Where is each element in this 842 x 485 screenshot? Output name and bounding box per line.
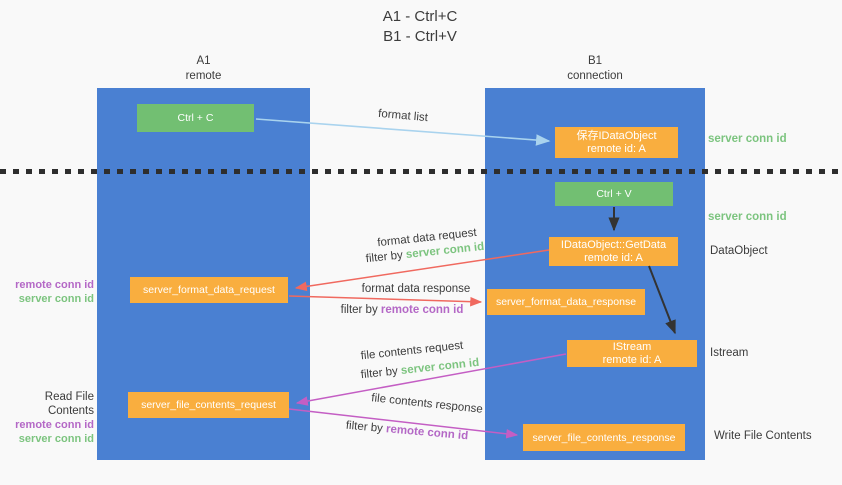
node-istream-line1: IStream — [612, 340, 652, 353]
node-save-idataobject-line2: remote id: A — [587, 142, 646, 155]
label-server-conn-id-right-top: server conn id — [708, 133, 787, 145]
filter-by-text: filter by — [340, 304, 378, 316]
format-data-response-arrow — [288, 295, 483, 307]
node-getdata-line1: IDataObject::GetData — [560, 238, 667, 251]
label-group-read-file: Read File Contents remote conn id server… — [0, 390, 94, 446]
lane-a1-subtitle: remote — [185, 70, 222, 82]
filter-by-text: filter by — [345, 419, 384, 435]
node-server-format-data-request-label: server_format_data_request — [143, 284, 275, 296]
node-server-file-contents-request-label: server_file_contents_request — [141, 399, 276, 411]
label-remote-conn-id-left-1: remote conn id — [15, 279, 94, 291]
label-format-list: format list — [377, 107, 429, 125]
label-filter-by-remote-conn-id-1: filter by remote conn id — [322, 304, 482, 316]
title-line-2: B1 - Ctrl+V — [383, 28, 457, 45]
node-istream: IStream remote id: A — [567, 340, 697, 367]
label-write-file-contents: Write File Contents — [714, 430, 812, 442]
lane-a1-header: A1 remote — [97, 54, 310, 84]
label-server-conn-id-right-mid: server conn id — [708, 211, 787, 223]
label-istream: Istream — [710, 347, 749, 359]
filter-by-text: filter by — [365, 249, 404, 266]
node-ctrl-v-label: Ctrl + V — [596, 188, 632, 200]
lane-b1-subtitle: connection — [567, 70, 623, 82]
label-remote-conn-id-left-2: remote conn id — [15, 419, 94, 431]
filter-remote-conn-id-text: remote conn id — [380, 304, 464, 316]
label-dataobject: DataObject — [710, 245, 768, 257]
lane-b1-header: B1 connection — [485, 54, 705, 84]
lane-b1-title: B1 — [587, 55, 603, 67]
node-server-file-contents-response: server_file_contents_response — [523, 424, 685, 451]
label-group-format-request-ids: remote conn id server conn id — [0, 278, 94, 306]
node-save-idataobject: 保存IDataObject remote id: A — [555, 127, 678, 158]
node-server-format-data-request: server_format_data_request — [130, 277, 288, 303]
node-server-file-contents-response-label: server_file_contents_response — [532, 431, 676, 444]
filter-server-conn-id-text: server conn id — [400, 356, 480, 377]
diagram-title: A1 - Ctrl+C B1 - Ctrl+V — [300, 7, 540, 47]
node-save-idataobject-line1: 保存IDataObject — [576, 129, 657, 142]
label-server-conn-id-left-2: server conn id — [18, 433, 94, 445]
label-server-conn-id-left-1: server conn id — [18, 293, 94, 305]
node-server-format-data-response: server_format_data_response — [487, 289, 645, 315]
label-format-data-response: format data response — [361, 283, 471, 295]
node-idataobject-getdata: IDataObject::GetData remote id: A — [549, 237, 678, 266]
label-file-contents-response: file contents response — [370, 392, 484, 416]
filter-by-text: filter by — [360, 365, 399, 382]
node-ctrl-v: Ctrl + V — [555, 182, 673, 206]
node-istream-line2: remote id: A — [602, 353, 662, 366]
node-server-format-data-response-label: server_format_data_response — [495, 296, 637, 308]
title-line-1: A1 - Ctrl+C — [382, 8, 458, 25]
lane-a1-title: A1 — [196, 55, 211, 67]
node-ctrl-c-label: Ctrl + C — [177, 112, 214, 124]
label-filter-by-remote-conn-id-2: filter by remote conn id — [327, 418, 487, 444]
filter-remote-conn-id-text: remote conn id — [385, 423, 469, 443]
node-ctrl-c: Ctrl + C — [137, 104, 254, 132]
label-read-file-contents: Read File Contents — [44, 391, 94, 417]
node-getdata-line2: remote id: A — [584, 251, 643, 264]
node-server-file-contents-request: server_file_contents_request — [128, 392, 289, 418]
